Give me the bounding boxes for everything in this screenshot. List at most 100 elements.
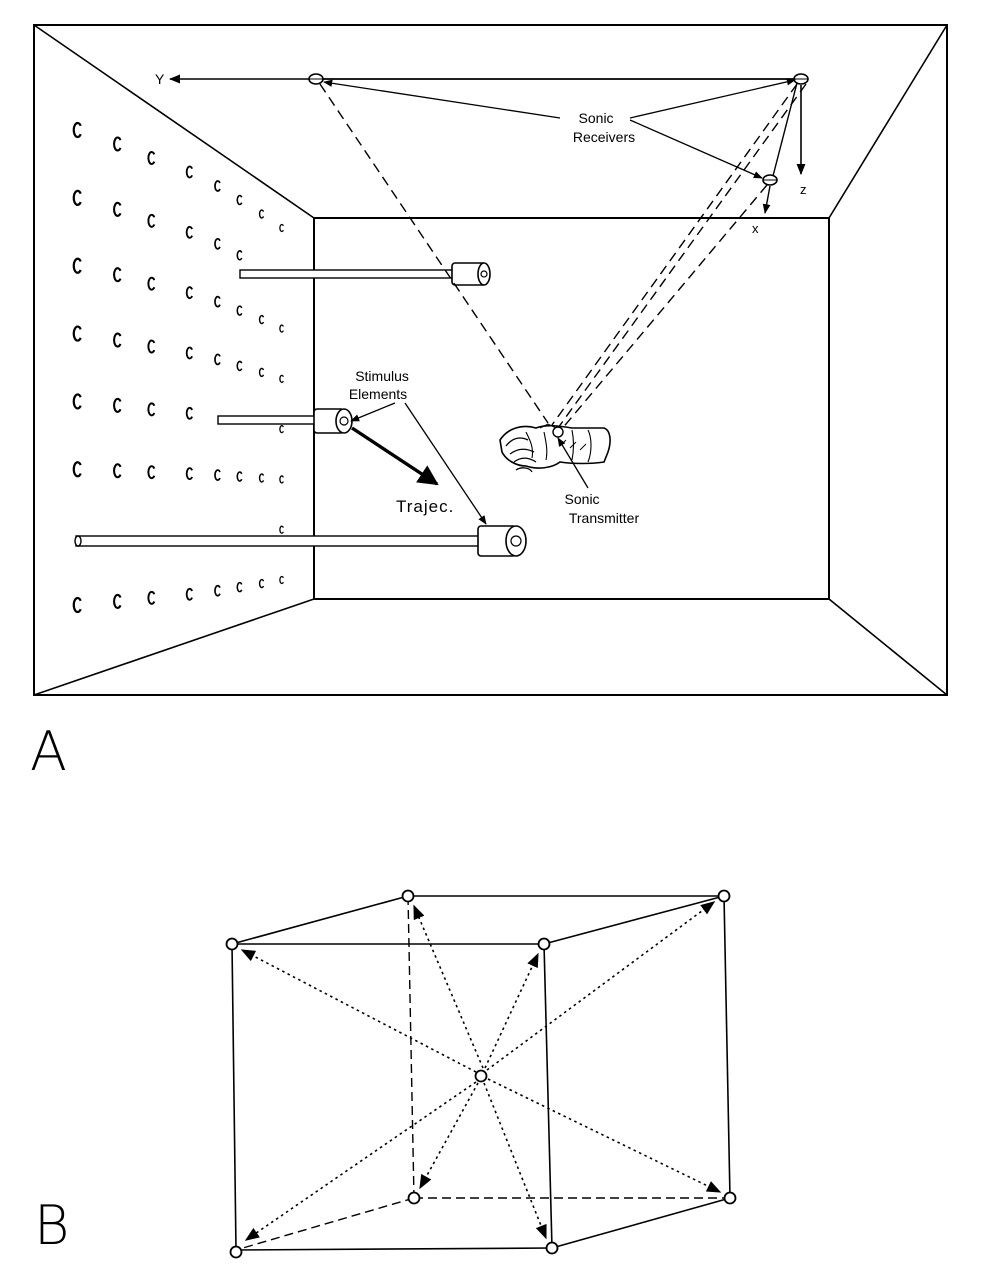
wall-hole bbox=[113, 463, 122, 479]
wall-hole bbox=[236, 471, 243, 482]
wall-hole bbox=[279, 324, 284, 333]
axis-x-arrow bbox=[762, 185, 771, 214]
wall-hole bbox=[185, 225, 193, 239]
wall-hole bbox=[72, 189, 82, 206]
panel-b: B bbox=[34, 889, 737, 1259]
wall-hole bbox=[258, 314, 265, 325]
wall-hole bbox=[214, 469, 221, 481]
wall-hole bbox=[279, 374, 284, 383]
wall-hole bbox=[72, 393, 82, 410]
pointer-receivers bbox=[629, 119, 763, 179]
cube-hidden-edges bbox=[235, 895, 730, 1251]
hand-illustration bbox=[499, 423, 611, 473]
wall-hole bbox=[279, 475, 284, 484]
trajectory-arrow bbox=[351, 426, 439, 486]
label-trajectory: Trajec. bbox=[396, 497, 454, 516]
wall-hole bbox=[185, 346, 193, 360]
cube-center-arrows bbox=[240, 901, 722, 1241]
receiver-diagonal bbox=[772, 82, 798, 177]
room-outer-frame bbox=[33, 24, 948, 696]
wall-hole bbox=[185, 467, 193, 481]
wall-hole bbox=[113, 201, 122, 217]
axis-y-label: Y bbox=[155, 71, 165, 87]
wall-hole bbox=[214, 584, 221, 597]
vertex bbox=[537, 937, 551, 951]
wall-hole bbox=[147, 402, 156, 417]
sonic-path-dashed bbox=[557, 83, 807, 429]
wall-hole bbox=[279, 525, 284, 534]
wall-hole bbox=[236, 194, 243, 206]
wall-hole bbox=[214, 353, 221, 366]
wall-hole bbox=[147, 590, 156, 605]
label-stimulus-elements: Stimulus Elements bbox=[349, 368, 413, 402]
hole-grid bbox=[72, 121, 284, 614]
wall-hole bbox=[258, 209, 265, 219]
wall-hole bbox=[185, 286, 193, 300]
wall-hole bbox=[236, 305, 243, 316]
wall-hole bbox=[236, 250, 243, 261]
panel-letter-a: A bbox=[30, 720, 67, 783]
sonic-path-dashed bbox=[560, 184, 768, 431]
pointer-receivers bbox=[629, 78, 796, 119]
sonic-path-dashed bbox=[551, 83, 798, 426]
rod-top bbox=[239, 262, 491, 286]
axis-z-label: z bbox=[800, 182, 807, 197]
wall-hole bbox=[279, 425, 284, 434]
wall-hole bbox=[72, 461, 82, 478]
wall-hole bbox=[185, 587, 193, 601]
room-back-wall bbox=[313, 217, 830, 600]
vertex bbox=[407, 1191, 421, 1205]
vertex bbox=[545, 1241, 559, 1255]
wall-hole bbox=[113, 593, 122, 609]
room-edge bbox=[33, 24, 315, 219]
wall-hole bbox=[279, 223, 284, 233]
wall-hole bbox=[72, 596, 82, 614]
wall-hole bbox=[72, 121, 82, 139]
wall-hole bbox=[236, 581, 243, 593]
axis-x-label: x bbox=[752, 221, 759, 236]
cube-vertices bbox=[225, 889, 737, 1259]
receiver-lower bbox=[762, 174, 778, 186]
wall-hole bbox=[113, 397, 122, 413]
wall-hole bbox=[147, 276, 156, 291]
vertex bbox=[723, 1191, 737, 1205]
wall-hole bbox=[236, 360, 243, 372]
label-sonic-transmitter: Sonic Transmitter bbox=[565, 491, 640, 526]
pointer-stimulus bbox=[350, 402, 396, 422]
receiver-left bbox=[308, 73, 324, 85]
wall-hole bbox=[113, 332, 122, 348]
vertex bbox=[229, 1245, 243, 1259]
wall-hole bbox=[258, 578, 265, 589]
wall-hole bbox=[72, 325, 82, 342]
label-sonic-receivers: Sonic Receivers bbox=[573, 110, 635, 145]
pointer-stimulus bbox=[404, 402, 487, 525]
panel-letter-b: B bbox=[34, 1194, 69, 1257]
rod-bottom bbox=[74, 525, 527, 557]
vertex bbox=[225, 937, 239, 951]
wall-hole bbox=[147, 151, 156, 165]
wall-hole bbox=[147, 339, 156, 354]
receiver-right bbox=[793, 73, 809, 85]
vertex bbox=[401, 889, 415, 903]
wall-hole bbox=[113, 267, 122, 283]
panel-a: Sonic Receivers Y z x Stimulus Elements … bbox=[30, 24, 948, 783]
wall-hole bbox=[185, 406, 193, 420]
wall-hole bbox=[214, 238, 221, 250]
pointer-transmitter bbox=[557, 437, 589, 489]
wall-hole bbox=[147, 465, 156, 480]
wall-hole bbox=[72, 257, 82, 274]
wall-hole bbox=[147, 213, 156, 228]
vertex bbox=[474, 1069, 488, 1083]
wall-hole bbox=[185, 165, 193, 179]
wall-hole bbox=[214, 295, 221, 308]
wall-hole bbox=[214, 180, 221, 192]
wall-hole bbox=[258, 473, 265, 483]
wall-hole bbox=[113, 136, 122, 152]
vertex bbox=[717, 889, 731, 903]
pointer-receivers bbox=[323, 79, 561, 119]
cube-solid-edges bbox=[231, 895, 731, 1251]
wall-hole bbox=[258, 367, 265, 378]
sonic-path-dashed bbox=[319, 83, 549, 424]
room-edge bbox=[828, 24, 948, 219]
